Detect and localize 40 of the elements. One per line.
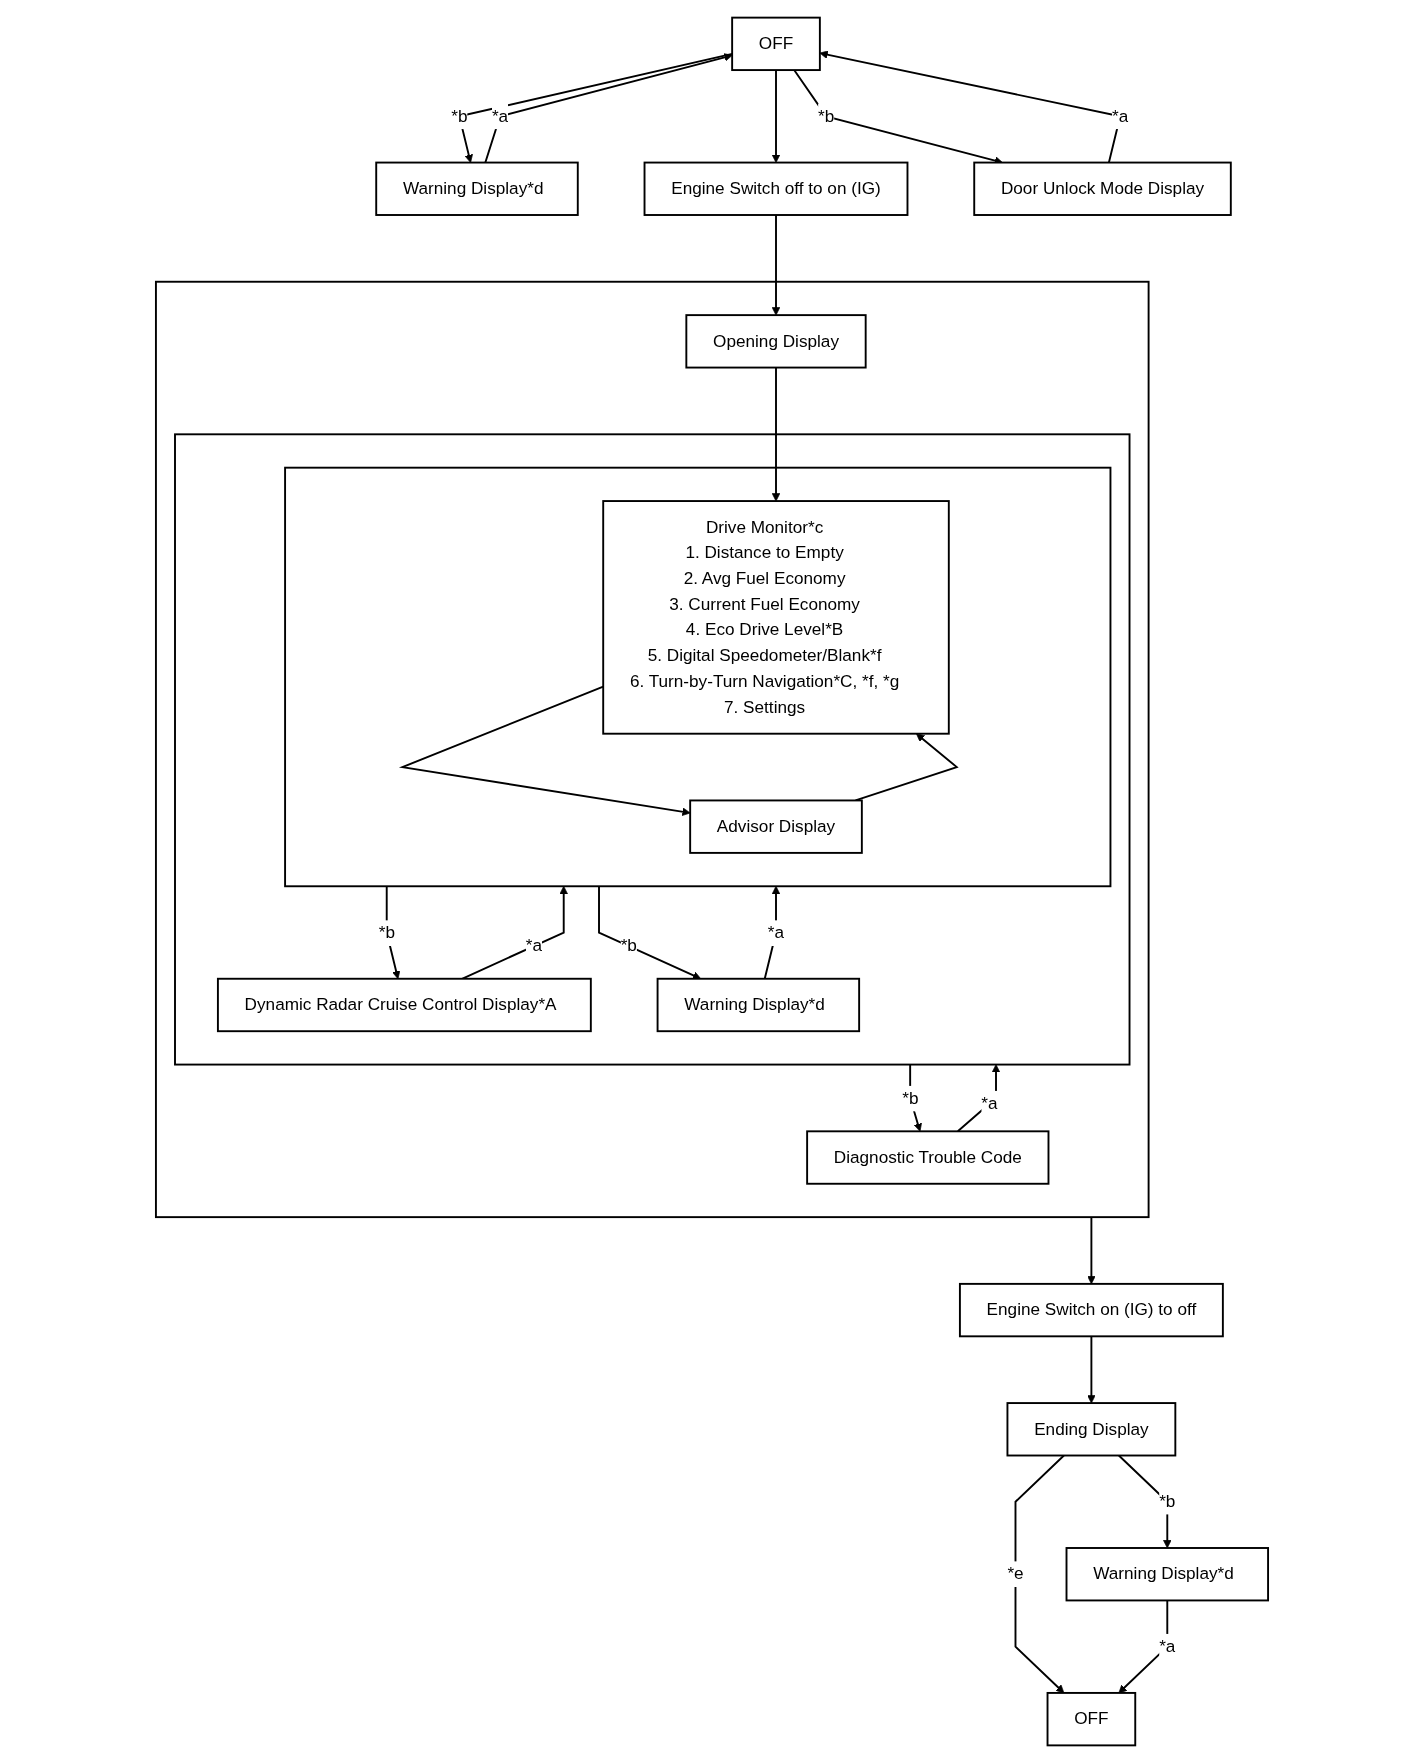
- arrow: [771, 366, 781, 502]
- edge-label: *a: [525, 936, 543, 956]
- node-box: OFF: [731, 16, 821, 72]
- edge-label: *b: [1159, 1491, 1176, 1511]
- cluster: [174, 433, 1131, 1066]
- arrow: [461, 885, 568, 980]
- cluster: [284, 466, 1112, 888]
- node-box: Opening Display: [685, 314, 867, 369]
- edge-label: *a: [981, 1093, 998, 1113]
- cluster: [154, 280, 1150, 1219]
- node-box: Warning Display*d: [1065, 1547, 1270, 1602]
- node-box: Warning Display*d: [656, 977, 861, 1033]
- edge-label: *a: [1112, 106, 1129, 126]
- node-box: Warning Display*d: [375, 161, 579, 216]
- edge-label: *a: [767, 923, 784, 943]
- edge-label: *b: [451, 106, 468, 126]
- edge-label: *b: [902, 1088, 919, 1108]
- arrow: [398, 685, 691, 816]
- node-box: Engine Switch off to on (IG): [643, 161, 909, 216]
- arrow: [771, 214, 781, 316]
- edge-label: *b: [818, 106, 835, 126]
- arrow: [1087, 1216, 1096, 1285]
- node-box: OFF: [1046, 1691, 1137, 1747]
- arrow: [956, 1064, 1001, 1133]
- node-box: Door Unlock Mode Display: [973, 161, 1232, 216]
- edge-label: *b: [620, 936, 637, 956]
- arrow: [771, 69, 781, 163]
- arrow: [598, 885, 702, 980]
- node-box: Advisor Display: [689, 799, 863, 854]
- edge-label: *b: [378, 923, 395, 943]
- node-box: Diagnostic Trouble Code: [806, 1130, 1050, 1185]
- node-box: Engine Switch on (IG) to off: [958, 1282, 1224, 1338]
- edge-label: *e: [1007, 1564, 1024, 1584]
- node-box: Dynamic Radar Cruise Control Display*A: [216, 977, 592, 1033]
- edge-label: *a: [491, 106, 509, 126]
- node-box: Drive Monitor*c 1. Distance to Empty 2. Avg Fuel Economy 3. Current Fuel Economy 4. Eco Drive Level*B 5. Digital Speedometer/Blank*f 6. Turn-by-Turn Navigation*C, *f, *g 7. Settings: [602, 500, 950, 735]
- node-box: Ending Display: [1006, 1402, 1177, 1457]
- arrow: [1087, 1335, 1096, 1404]
- arrow: [1014, 1454, 1065, 1694]
- edge-label: *a: [1159, 1636, 1176, 1656]
